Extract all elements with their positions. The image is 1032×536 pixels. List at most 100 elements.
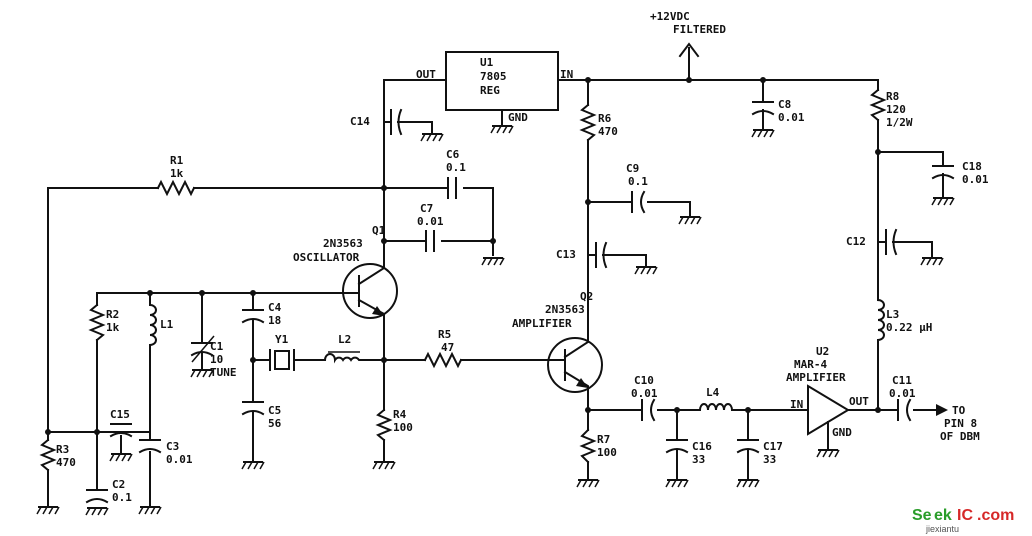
r8-resistor: R8 120 1/2W — [869, 88, 913, 129]
l2-inductor: L2 — [323, 333, 364, 364]
output-label-line3: OF DBM — [940, 430, 980, 443]
u1-ref: U1 — [480, 56, 494, 69]
u2-part: MAR-4 — [794, 358, 827, 371]
q2-part: 2N3563 — [545, 303, 585, 316]
u2-role: AMPLIFIER — [786, 371, 846, 384]
junction-dots — [45, 77, 881, 435]
q1-part: 2N3563 — [323, 237, 363, 250]
c16-value: 33 — [692, 453, 705, 466]
u1-type: REG — [480, 84, 500, 97]
u2-amplifier: U2 MAR-4 AMPLIFIER IN OUT GND — [786, 345, 869, 458]
r4-value: 100 — [393, 421, 413, 434]
watermark-domain: jiexiantu — [925, 524, 959, 534]
l3-inductor: L3 0.22 μH — [876, 298, 932, 346]
watermark-brand-d: .com — [977, 507, 1014, 524]
c3-ref: C3 — [166, 440, 179, 453]
l2-label: L2 — [338, 333, 351, 346]
r1-value: 1k — [170, 167, 184, 180]
c3-capacitor: C3 0.01 — [138, 439, 193, 515]
c9-capacitor: C9 0.1 — [626, 162, 702, 225]
c17-ref: C17 — [763, 440, 783, 453]
c1-trimmer: C1 10 TUNE — [190, 335, 237, 379]
output-label-line1: TO — [952, 404, 966, 417]
c12-capacitor: C12 — [846, 228, 944, 266]
watermark-brand-a: Se — [912, 507, 932, 524]
c13-label: C13 — [556, 248, 576, 261]
c8-value: 0.01 — [778, 111, 805, 124]
r3-resistor: R3 470 — [36, 438, 76, 515]
r6-resistor: R6 470 — [579, 103, 618, 142]
r4-ref: R4 — [393, 408, 407, 421]
c12-label: C12 — [846, 235, 866, 248]
r7-ref: R7 — [597, 433, 610, 446]
c15-capacitor: C15 — [109, 408, 133, 462]
u2-out-pin: OUT — [849, 395, 869, 408]
watermark-brand-c: IC — [957, 507, 973, 524]
c18-ref: C18 — [962, 160, 982, 173]
c11-capacitor: C11 0.01 — [889, 374, 916, 422]
c1-note: TUNE — [210, 366, 237, 379]
c7-capacitor: C7 0.01 — [417, 202, 444, 252]
c4-ref: C4 — [268, 301, 282, 314]
u2-ref: U2 — [816, 345, 829, 358]
y1-label: Y1 — [275, 333, 289, 346]
r5-ref: R5 — [438, 328, 451, 341]
c18-capacitor: C18 0.01 — [931, 160, 989, 206]
c5-capacitor: C5 56 — [241, 401, 282, 470]
c11-ref: C11 — [892, 374, 912, 387]
c15-label: C15 — [110, 408, 130, 421]
r7-value: 100 — [597, 446, 617, 459]
c16-ref: C16 — [692, 440, 712, 453]
supply-label-line2: FILTERED — [673, 23, 726, 36]
c5-ref: C5 — [268, 404, 281, 417]
c5-value: 56 — [268, 417, 282, 430]
c2-capacitor: C2 0.1 — [85, 478, 132, 516]
c8-capacitor: C8 0.01 — [751, 98, 805, 138]
c2-ref: C2 — [112, 478, 125, 491]
q1-role: OSCILLATOR — [293, 251, 360, 264]
u1-part: 7805 — [480, 70, 507, 83]
r4-resistor: R4 100 — [372, 408, 413, 470]
q2-role: AMPLIFIER — [512, 317, 572, 330]
q1-transistor: Q1 2N3563 OSCILLATOR — [293, 224, 398, 321]
c14-capacitor: C14 — [350, 108, 444, 142]
r2-value: 1k — [106, 321, 120, 334]
c8-ref: C8 — [778, 98, 791, 111]
r8-ref: R8 — [886, 90, 899, 103]
q2-ref: Q2 — [580, 290, 593, 303]
r6-value: 470 — [598, 125, 618, 138]
q1-ref: Q1 — [372, 224, 386, 237]
u1-regulator: U1 7805 REG OUT IN GND — [416, 51, 573, 134]
c1-ref: C1 — [210, 340, 224, 353]
c14-label: C14 — [350, 115, 370, 128]
c17-capacitor: C17 33 — [736, 439, 783, 488]
r8-value: 120 — [886, 103, 906, 116]
r1-ref: R1 — [170, 154, 184, 167]
r2-ref: R2 — [106, 308, 119, 321]
c16-capacitor: C16 33 — [665, 439, 712, 488]
wiring — [47, 42, 948, 506]
c4-value: 18 — [268, 314, 281, 327]
c10-capacitor: C10 0.01 — [631, 374, 658, 422]
supply-label-line1: +12VDC — [650, 10, 690, 23]
c9-value: 0.1 — [628, 175, 648, 188]
c2-value: 0.1 — [112, 491, 132, 504]
c1-value: 10 — [210, 353, 223, 366]
output-label-line2: PIN 8 — [944, 417, 977, 430]
r5-resistor: R5 47 — [423, 328, 463, 369]
r6-ref: R6 — [598, 112, 612, 125]
u1-gnd-pin: GND — [508, 111, 528, 124]
c7-value: 0.01 — [417, 215, 444, 228]
y1-crystal: Y1 — [269, 333, 295, 371]
r2-resistor: R2 1k — [88, 303, 120, 342]
c6-capacitor: C6 0.1 — [446, 148, 466, 199]
l1-label: L1 — [160, 318, 174, 331]
c9-ref: C9 — [626, 162, 639, 175]
watermark-logo: Se ek IC .com jiexiantu — [912, 507, 1014, 534]
l3-ref: L3 — [886, 308, 899, 321]
c18-value: 0.01 — [962, 173, 989, 186]
u1-out-pin: OUT — [416, 68, 436, 81]
c4-capacitor: C4 18 — [241, 301, 282, 327]
c13-capacitor: C13 — [556, 241, 658, 275]
